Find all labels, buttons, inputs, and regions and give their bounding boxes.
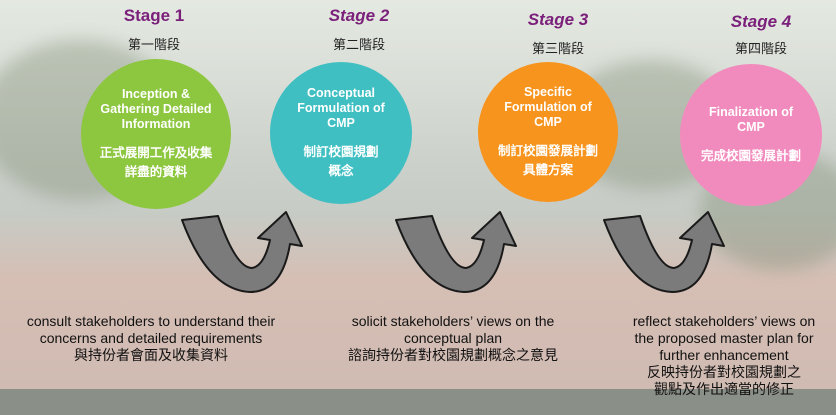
caption-reflect: reflect stakeholders’ views on the propo… (612, 296, 836, 415)
stage-2-subtitle: 第二階段 (332, 37, 385, 52)
caption-consult: consult stakeholders to understand their… (0, 296, 302, 381)
stage-3-circle: Specific Formulation of CMP 制訂校園發展計劃 具體方… (478, 62, 618, 202)
caption-reflect-en: reflect stakeholders’ views on the propo… (632, 313, 816, 363)
stage-3-subtitle: 第三階段 (531, 41, 584, 56)
caption-consult-en: consult stakeholders to understand their… (26, 313, 276, 346)
stage-2-circle-zh: 制訂校園規劃 概念 (303, 144, 379, 178)
caption-solicit-en: solicit stakeholders’ views on the conce… (351, 313, 555, 346)
caption-reflect-zh: 反映持份者對校園規劃之 觀點及作出適當的修正 (647, 364, 801, 397)
stage-4-subtitle: 第四階段 (734, 41, 787, 56)
caption-consult-zh: 與持份者會面及收集資料 (74, 347, 228, 363)
stage-3-circle-en: Specific Formulation of CMP (504, 84, 592, 129)
stage-1-subtitle: 第一階段 (127, 37, 180, 52)
stage-2-circle: Conceptual Formulation of CMP 制訂校園規劃 概念 (270, 62, 412, 204)
caption-solicit: solicit stakeholders’ views on the conce… (318, 296, 588, 381)
u-turn-arrow-icon (181, 211, 303, 293)
stage-1-title: Stage 1 (123, 6, 185, 25)
stage-1-circle-zh: 正式展開工作及收集 詳盡的資料 (99, 145, 213, 179)
stage-1-circle-en: Inception & Gathering Detailed Informati… (100, 86, 212, 131)
stage-2-title: Stage 2 (328, 6, 390, 25)
stage-1-circle: Inception & Gathering Detailed Informati… (81, 59, 231, 209)
u-turn-arrow-icon (395, 211, 517, 293)
stage-3-circle-zh: 制訂校園發展計劃 具體方案 (497, 143, 598, 177)
stage-4-circle-zh: 完成校園發展計劃 (700, 148, 801, 163)
stage-2-circle-en: Conceptual Formulation of CMP (297, 85, 385, 130)
stage-4-circle-en: Finalization of CMP (708, 104, 794, 134)
stage-4-circle: Finalization of CMP 完成校園發展計劃 (680, 64, 822, 206)
stage-3-title: Stage 3 (527, 10, 589, 29)
caption-solicit-zh: 諮詢持份者對校園規劃概念之意見 (348, 347, 558, 363)
u-turn-arrow-icon (603, 211, 725, 293)
stage-4-title: Stage 4 (730, 12, 792, 31)
